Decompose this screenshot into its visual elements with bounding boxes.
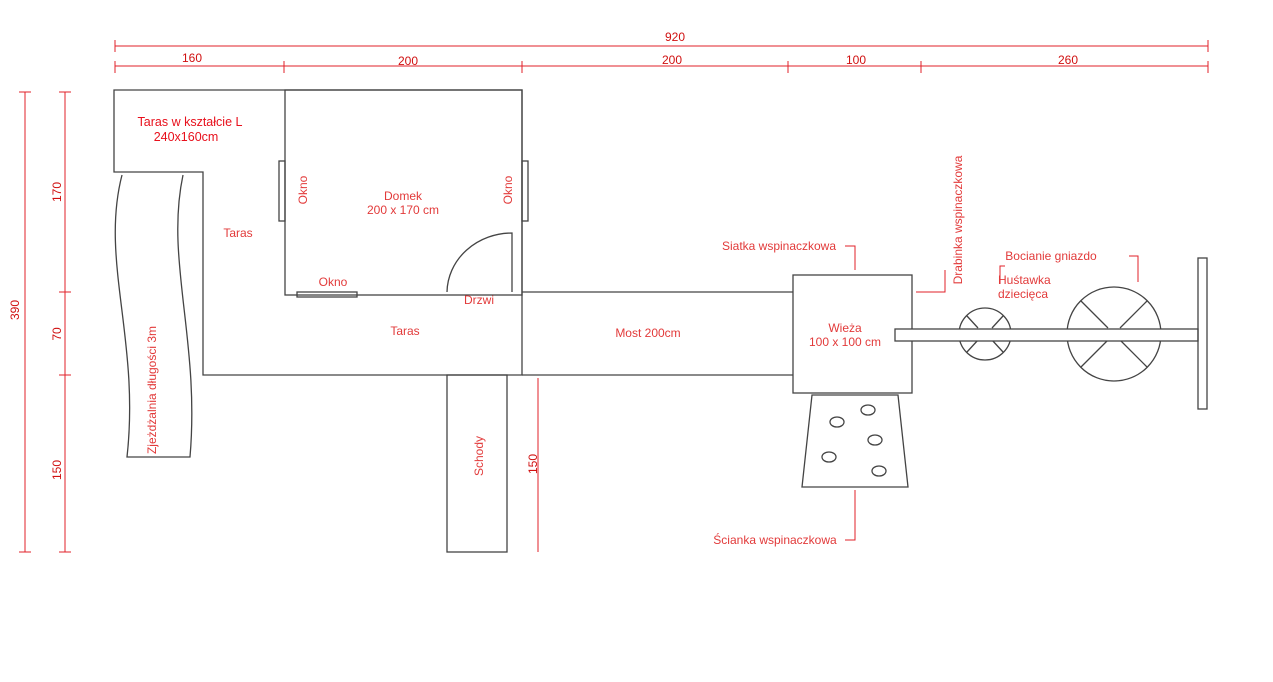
label-bridge: Most 200cm (615, 326, 680, 340)
dim-total-width: 920 (665, 30, 685, 44)
door (446, 232, 513, 293)
baby-swing-cross (966, 315, 1004, 353)
stairs (446, 374, 508, 553)
label-tower: Wieża (828, 321, 862, 335)
dim-width-4: 100 (846, 53, 866, 67)
label-climbing-net: Siatka wspinaczkowa (722, 239, 836, 253)
label-baby-swing-2: dziecięca (998, 287, 1048, 301)
label-climbing-wall: Ścianka wspinaczkowa (713, 532, 837, 547)
label-door: Drzwi (464, 293, 494, 307)
dim-width-1: 160 (182, 51, 202, 65)
label-window-left: Okno (296, 175, 310, 204)
stork-nest-cross (1080, 300, 1148, 368)
label-stork-nest: Bocianie gniazdo (1005, 249, 1097, 263)
window-left (278, 160, 286, 222)
label-terrace-bottom: Taras (390, 324, 419, 338)
label-l-terrace: Taras w kształcie L (138, 115, 243, 129)
label-slide: Zjeżdżalnia długości 3m (145, 326, 159, 454)
dim-total-height: 390 (8, 300, 22, 320)
window-right (521, 160, 529, 222)
label-window-right: Okno (501, 175, 515, 204)
label-baby-swing-1: Huśtawka (998, 273, 1051, 287)
climbing-wall (801, 394, 909, 488)
label-stairs: Schody (472, 436, 486, 476)
label-window-bottom: Okno (319, 275, 348, 289)
climbing-holds (821, 404, 887, 477)
dim-width-3: 200 (662, 53, 682, 67)
dim-width-2: 200 (398, 54, 418, 68)
dim-height-2: 70 (50, 327, 64, 341)
dimension-lines (19, 40, 1209, 553)
label-house-size: 200 x 170 cm (367, 203, 439, 217)
leader-lines (845, 245, 1139, 541)
swing-post (1197, 257, 1208, 410)
label-terrace-side: Taras (223, 226, 252, 240)
label-climbing-ladder: Drabinka wspinaczkowa (951, 155, 965, 284)
label-tower-size: 100 x 100 cm (809, 335, 881, 349)
dim-height-1: 170 (50, 182, 64, 202)
dim-width-5: 260 (1058, 53, 1078, 67)
slide (114, 174, 193, 458)
label-house: Domek (384, 189, 423, 203)
window-bottom (296, 291, 358, 298)
dim-height-3: 150 (50, 460, 64, 480)
label-l-terrace-size: 240x160cm (154, 130, 219, 144)
dim-stairs: 150 (526, 454, 540, 474)
swing-beam (894, 328, 1199, 342)
